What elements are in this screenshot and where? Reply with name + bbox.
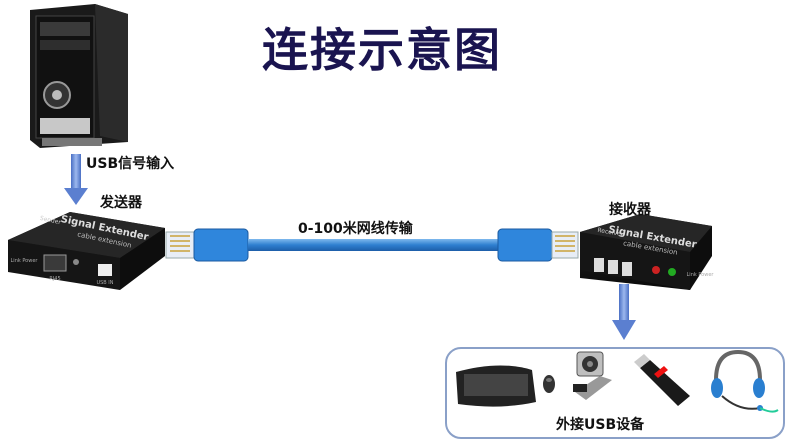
receiver-label: 接收器 bbox=[609, 202, 651, 218]
transmitter-port-rj45: RJ45 bbox=[49, 276, 60, 282]
mouse-icon bbox=[543, 375, 555, 393]
transmitter-device bbox=[8, 212, 165, 290]
transmission-label: 0-100米网线传输 bbox=[298, 221, 413, 237]
receiver-led: Link Power bbox=[687, 272, 715, 278]
sender-label: 发送器 bbox=[100, 195, 142, 211]
transmitter-tag: Sender bbox=[39, 215, 62, 226]
usb-input-label: USB信号输入 bbox=[86, 156, 175, 172]
page-title: 连接示意图 bbox=[262, 23, 502, 77]
headset-icon bbox=[711, 349, 779, 413]
peripherals-label: 外接USB设备 bbox=[556, 417, 645, 433]
webcam-icon bbox=[573, 351, 612, 400]
network-cable bbox=[248, 239, 500, 251]
transmitter-port-usb: USB IN bbox=[96, 280, 113, 286]
rj45-connector-right-icon bbox=[497, 228, 579, 262]
receiver-device bbox=[580, 214, 712, 290]
down-arrow-1 bbox=[64, 154, 88, 205]
computer-tower-icon bbox=[30, 4, 128, 148]
keyboard-icon bbox=[456, 365, 536, 407]
usb-flash-drive-icon bbox=[634, 354, 690, 406]
receiver-tag: Receiver bbox=[597, 227, 624, 238]
rj45-connector-left-icon bbox=[165, 228, 249, 262]
transmitter-led: Link Power bbox=[11, 258, 39, 264]
down-arrow-2 bbox=[612, 284, 636, 340]
peripheral-panel bbox=[445, 347, 785, 439]
